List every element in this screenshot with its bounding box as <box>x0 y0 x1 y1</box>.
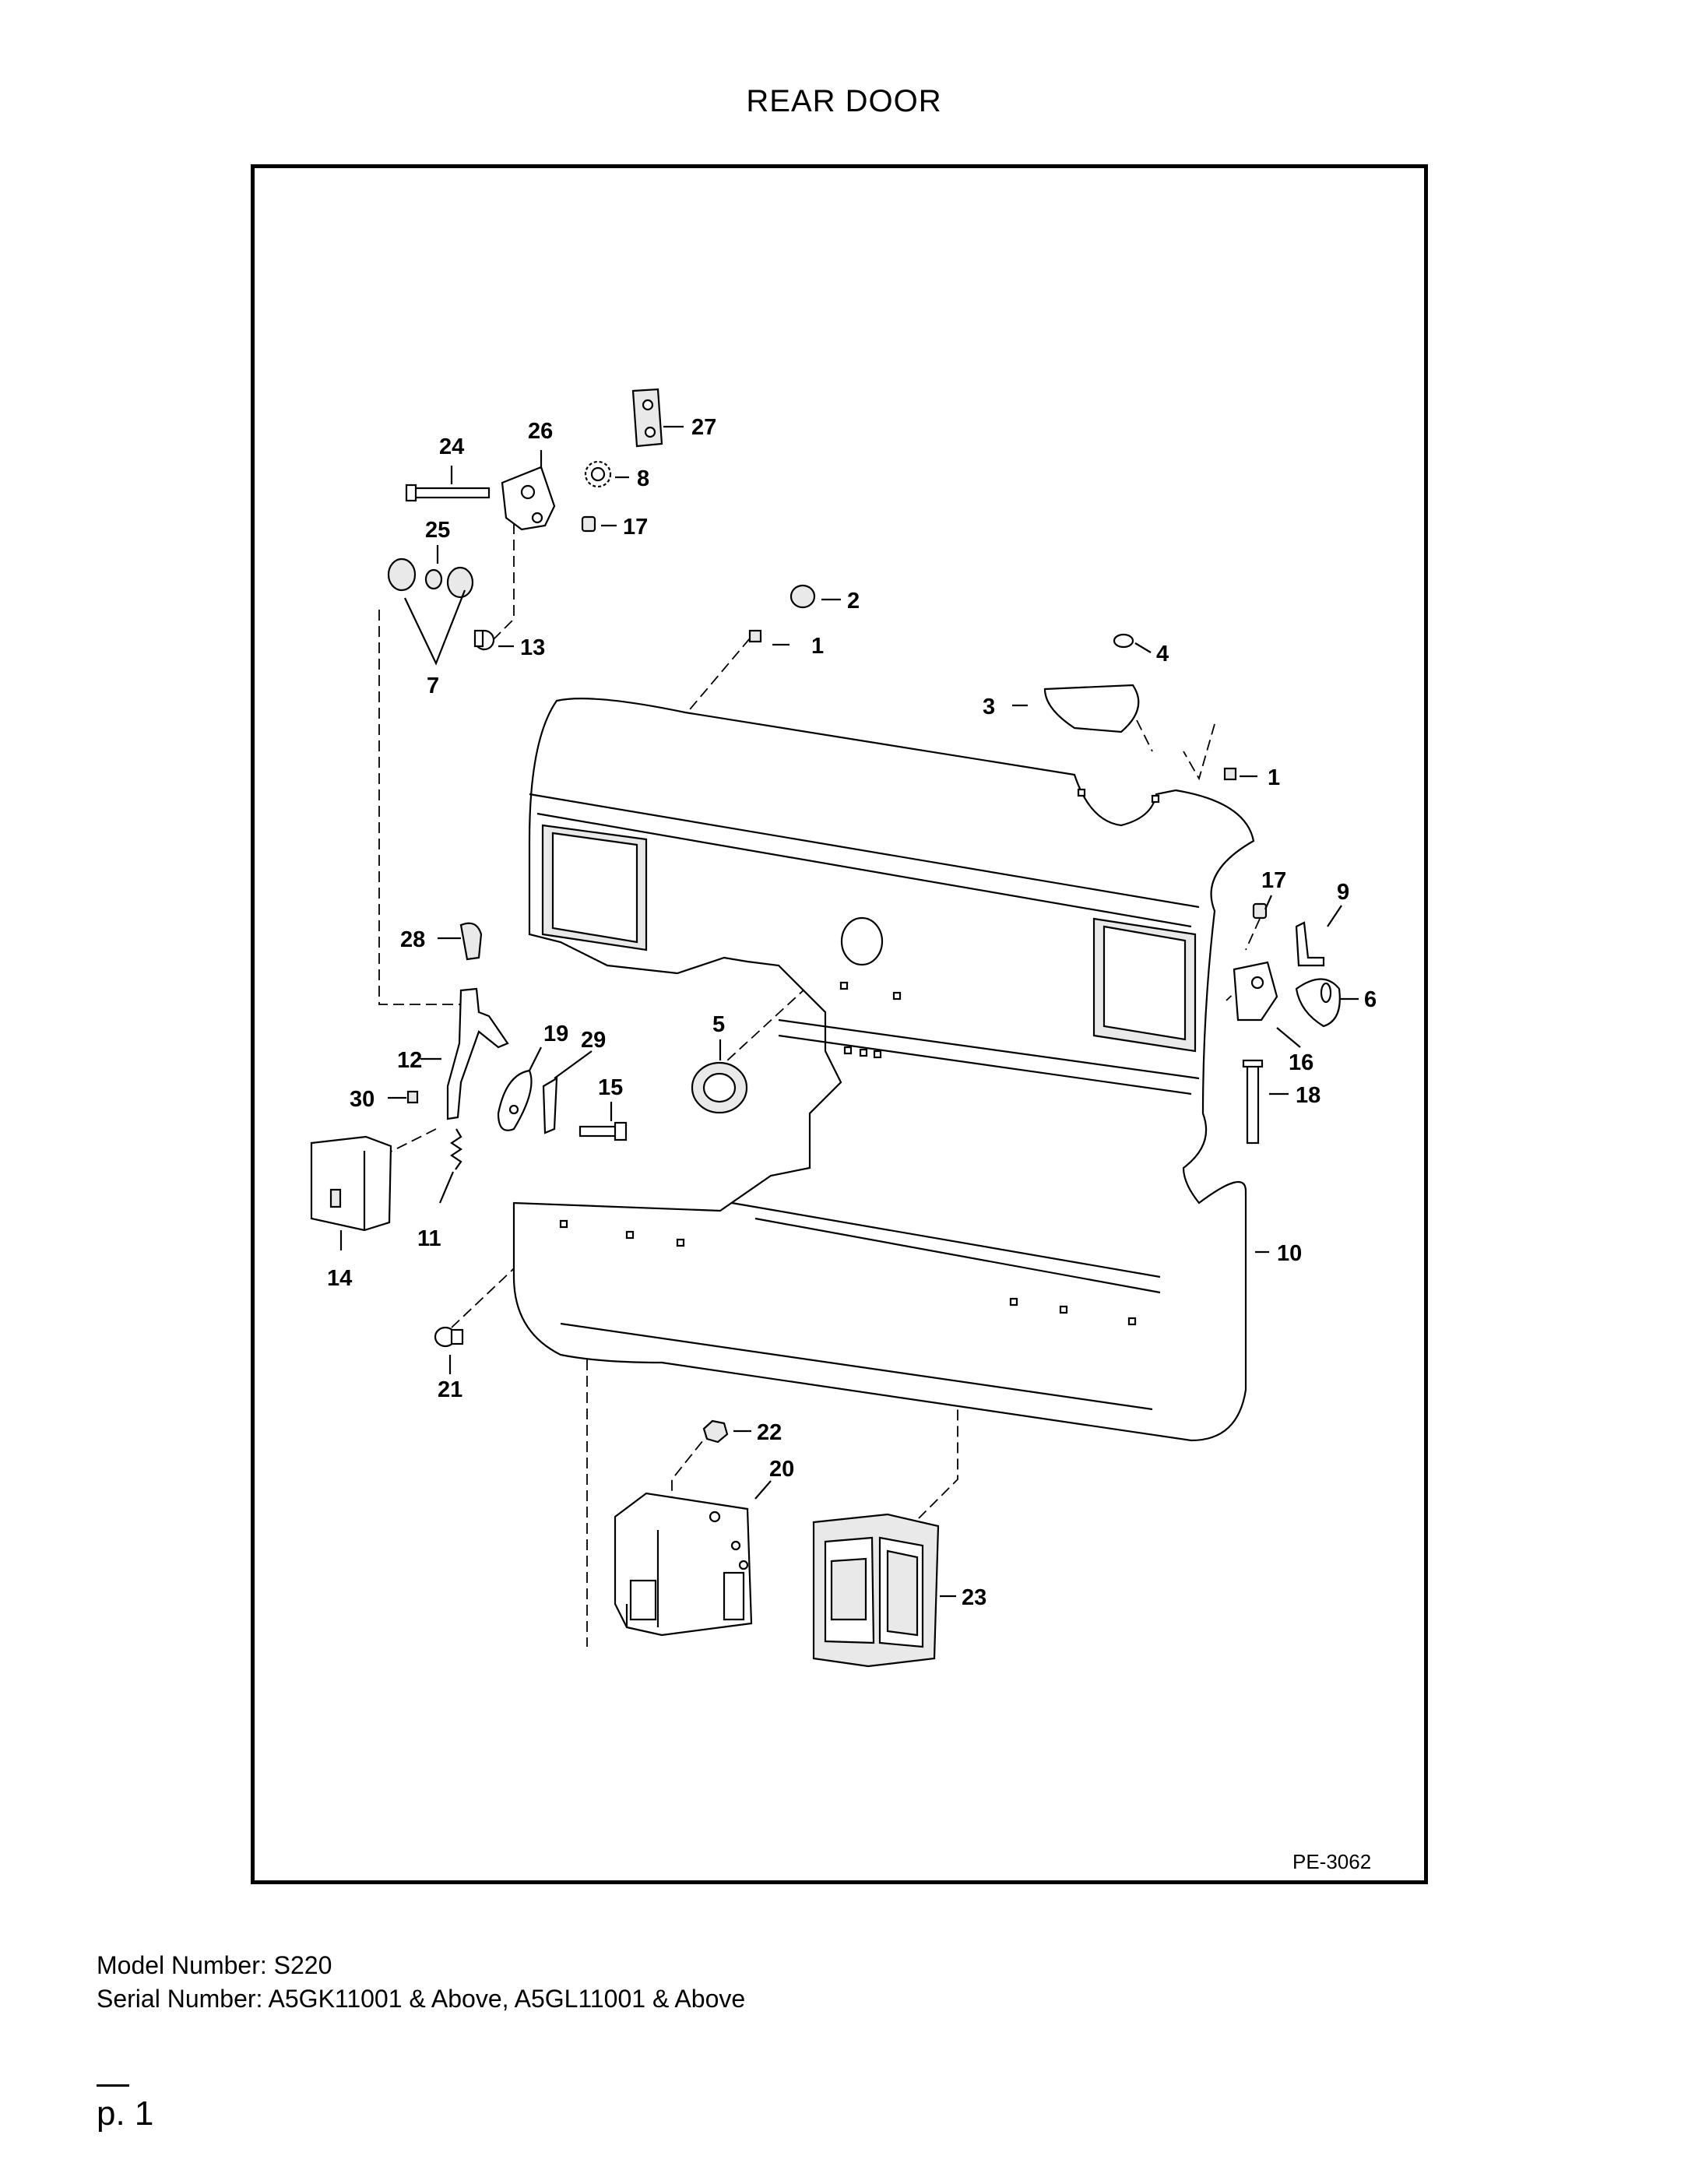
callout-13: 13 <box>520 635 545 660</box>
part-26-bracket <box>501 466 556 531</box>
part-9-clip <box>1295 921 1325 967</box>
callout-30: 30 <box>350 1087 375 1112</box>
callout-15: 15 <box>598 1075 623 1100</box>
callout-9: 9 <box>1337 880 1349 905</box>
callout-27: 27 <box>691 415 716 440</box>
drawing-number: PE-3062 <box>1292 1850 1372 1873</box>
part-8-gear-washer <box>584 460 612 488</box>
part-2-bushing <box>789 584 816 609</box>
callout-1-upper: 1 <box>811 634 824 659</box>
part-21-bolt <box>434 1326 464 1348</box>
callout-25: 25 <box>425 518 450 543</box>
part-20-mounting-bracket <box>614 1492 753 1637</box>
part-27-plate <box>631 388 663 448</box>
part-25-spacer-set <box>387 557 474 599</box>
callout-7: 7 <box>427 673 439 698</box>
part-4-rivet <box>1113 633 1134 649</box>
serial-number-text: Serial Number: A5GK11001 & Above, A5GL11… <box>97 1985 746 2013</box>
part-30-nut <box>406 1090 419 1104</box>
part-1-nut <box>748 629 1237 781</box>
page-title: REAR DOOR <box>746 84 942 118</box>
part-17-nut <box>581 515 1268 920</box>
callout-10: 10 <box>1277 1241 1302 1266</box>
page-number-rule <box>97 2084 129 2087</box>
part-3-cover <box>1043 684 1140 733</box>
callout-17-right: 17 <box>1261 868 1286 893</box>
callout-labels: 24 26 27 8 17 25 7 13 2 1 4 3 1 17 9 6 1… <box>327 415 1377 1610</box>
callout-5: 5 <box>712 1012 725 1037</box>
callout-1-right: 1 <box>1268 765 1280 790</box>
callout-21: 21 <box>438 1377 462 1402</box>
callout-19: 19 <box>543 1022 568 1046</box>
callout-4: 4 <box>1156 642 1169 666</box>
callout-20: 20 <box>769 1457 794 1482</box>
callout-6: 6 <box>1364 987 1377 1012</box>
part-24-pin <box>405 484 491 502</box>
callout-8: 8 <box>637 466 649 491</box>
callout-22: 22 <box>757 1420 782 1445</box>
page-number: p. 1 <box>97 2094 154 2133</box>
callout-16: 16 <box>1289 1050 1313 1075</box>
model-number-text: Model Number: S220 <box>97 1951 332 1979</box>
part-18-pin <box>1242 1059 1264 1145</box>
callout-23: 23 <box>962 1585 986 1610</box>
callout-2: 2 <box>847 589 860 614</box>
diagram-frame <box>251 164 1428 1884</box>
callout-17-upper: 17 <box>623 515 648 540</box>
callout-11: 11 <box>417 1226 441 1251</box>
part-6-cam <box>1295 978 1341 1028</box>
callout-18: 18 <box>1296 1083 1321 1108</box>
part-23-rocker-switch <box>812 1513 940 1668</box>
rear-door-panel <box>512 698 1255 1442</box>
callout-3: 3 <box>983 695 995 719</box>
part-13-bolt <box>473 629 495 651</box>
callout-14: 14 <box>327 1266 352 1291</box>
callout-29: 29 <box>581 1028 606 1053</box>
exploded-view-diagram: 24 26 27 8 17 25 7 13 2 1 4 3 1 17 9 6 1… <box>310 388 1377 1668</box>
part-12-latch-lever <box>446 987 509 1120</box>
callout-28: 28 <box>400 927 425 952</box>
part-5-handle-assembly <box>691 1061 748 1114</box>
callout-12: 12 <box>397 1048 422 1073</box>
part-29-spring-clip <box>542 1077 558 1134</box>
part-11-spring <box>450 1128 462 1170</box>
part-15-bolt <box>578 1121 628 1141</box>
callout-26: 26 <box>528 419 553 444</box>
part-14-latch-housing <box>310 1135 392 1232</box>
callout-leaders <box>339 425 1359 1598</box>
part-16-hinge-bracket <box>1233 961 1278 1022</box>
part-22-nut <box>702 1419 729 1444</box>
part-28-knob <box>459 922 483 961</box>
part-19-cam-plate <box>497 1069 533 1131</box>
callout-24: 24 <box>439 434 464 459</box>
